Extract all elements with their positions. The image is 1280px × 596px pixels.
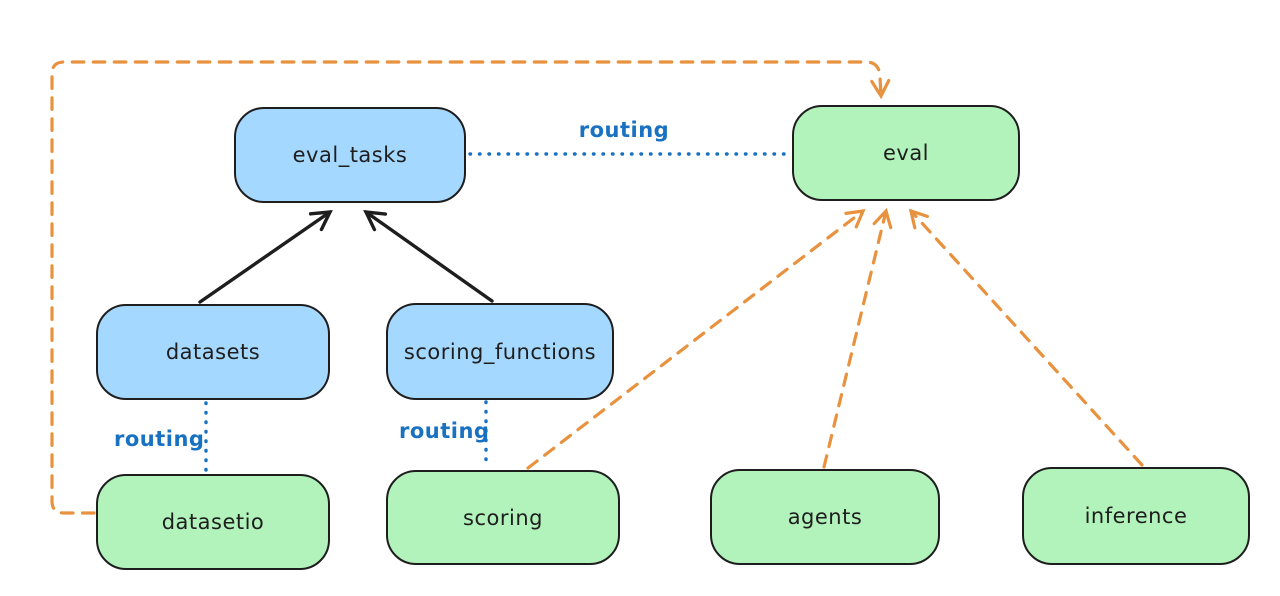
node-scoring-functions: scoring_functions <box>386 303 614 400</box>
node-inference-label: inference <box>1084 504 1188 528</box>
edge-scoring-functions-to-eval-tasks <box>363 209 494 303</box>
edge-label-routing-eval-tasks-eval: routing <box>578 118 670 142</box>
node-eval-tasks: eval_tasks <box>234 107 466 203</box>
edge-inference-to-eval <box>908 208 1144 467</box>
node-eval-tasks-label: eval_tasks <box>292 143 408 167</box>
node-scoring-label: scoring <box>463 505 543 530</box>
edge-datasets-to-eval-tasks <box>198 210 333 304</box>
edge-label-routing-datasets-datasetio: routing <box>114 427 205 451</box>
node-datasets: datasets <box>96 304 330 400</box>
node-agents-label: agents <box>787 505 863 529</box>
node-eval-label: eval <box>882 141 930 165</box>
edge-agents-to-eval <box>822 207 893 469</box>
node-agents: agents <box>710 469 940 565</box>
node-scoring-functions-label: scoring_functions <box>403 339 597 364</box>
node-datasets-label: datasets <box>165 340 261 364</box>
node-datasetio: datasetio <box>96 474 330 570</box>
node-eval: eval <box>792 105 1020 201</box>
node-datasetio-label: datasetio <box>161 510 265 534</box>
edge-label-routing-scoring-functions-scoring: routing <box>399 419 490 443</box>
node-inference: inference <box>1022 467 1250 565</box>
node-scoring: scoring <box>386 470 620 565</box>
